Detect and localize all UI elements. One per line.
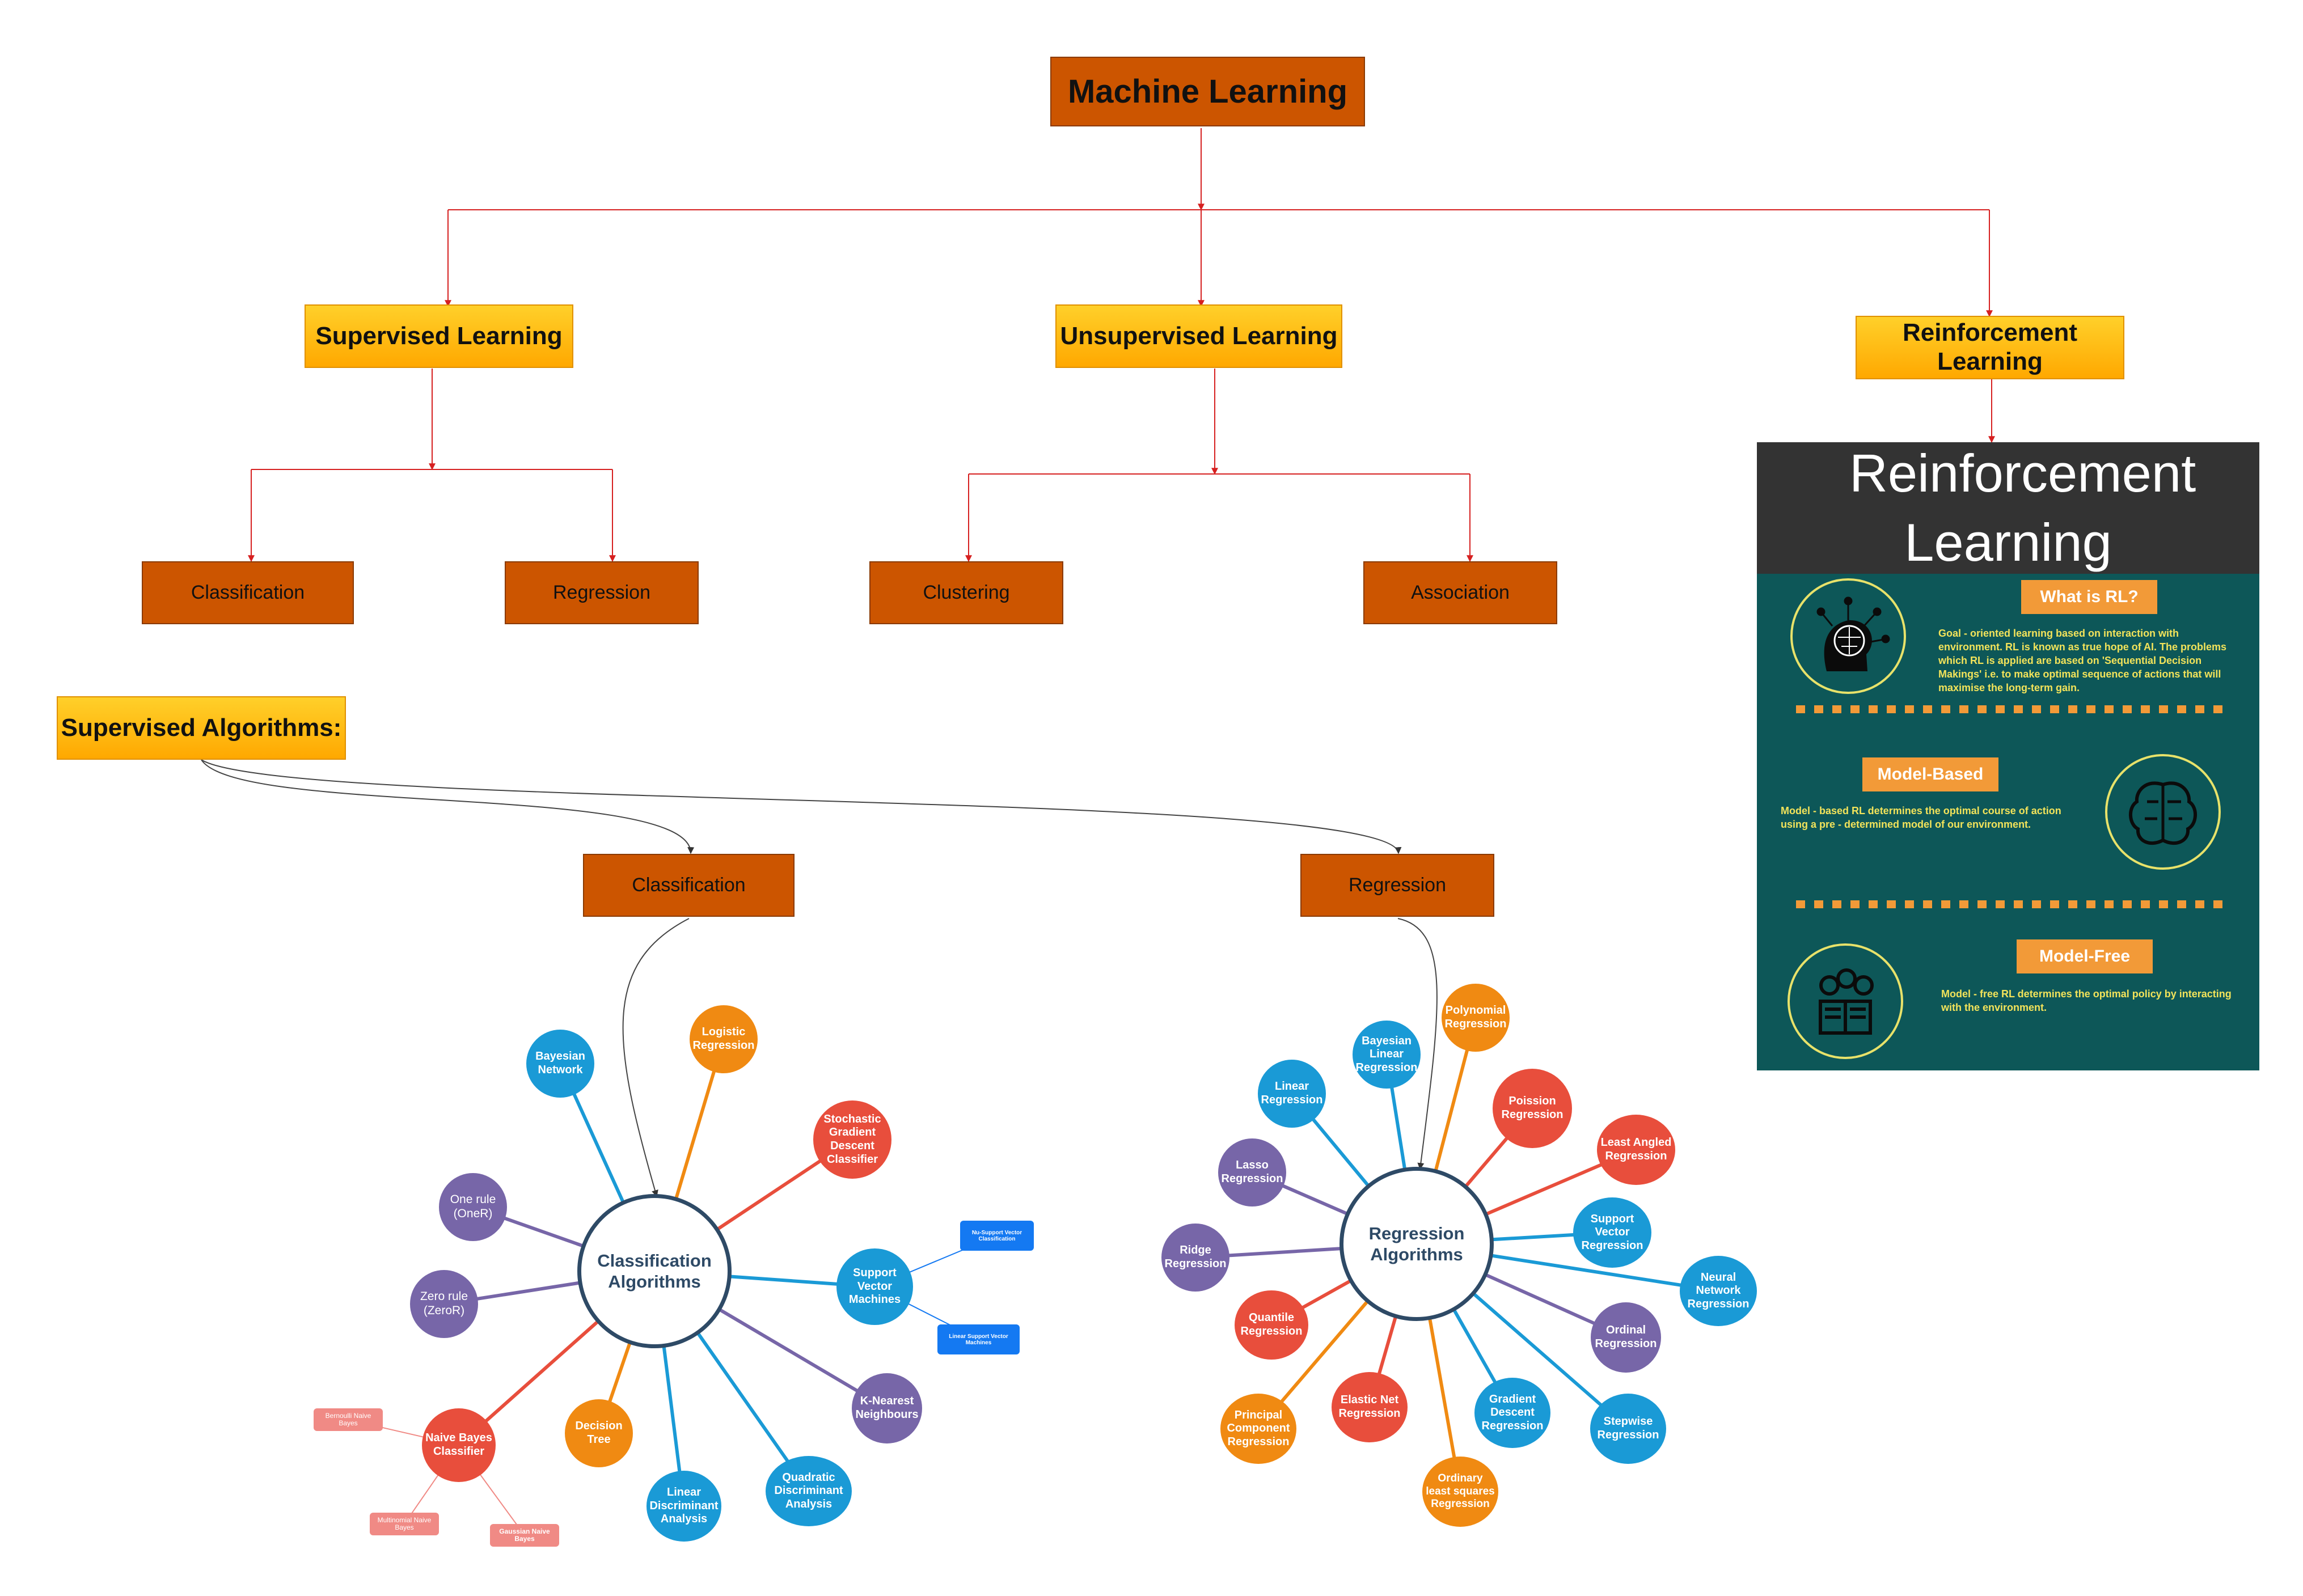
model-free-text: Model - free RL determines the optimal p… xyxy=(1941,988,2232,1013)
algo-regression-label: Regression xyxy=(1349,874,1446,896)
what-is-rl-tag: What is RL? xyxy=(2021,580,2157,614)
reinforcement-label: Reinforcement Learning xyxy=(1902,319,2078,375)
classification-label: Classification xyxy=(191,582,305,603)
node-decision-tree: Decision Tree xyxy=(565,1399,633,1467)
classification-box: Classification xyxy=(142,561,354,624)
node-principal-component-regression: Principal Component Regression xyxy=(1220,1394,1296,1464)
clustering-label: Clustering xyxy=(923,582,1010,603)
leaf-multinomial-nb: Multinomial Naive Bayes xyxy=(370,1513,439,1535)
node-ordinal-regression: Ordinal Regression xyxy=(1591,1302,1661,1373)
algorithm-connectors xyxy=(201,759,1438,1197)
brain-head-icon xyxy=(1790,578,1906,694)
node-gradient-descent-regression: Gradient Descent Regression xyxy=(1474,1378,1550,1448)
node-polynomial-regression: Polynomial Regression xyxy=(1442,984,1510,1052)
classification-hub-title: Classification Algorithms xyxy=(597,1250,712,1292)
node-neural-network-regression: Neural Network Regression xyxy=(1680,1256,1757,1326)
node-quadratic-discriminant-analysis: Quadratic Discriminant Analysis xyxy=(766,1456,852,1526)
brain-icon xyxy=(2105,754,2221,870)
model-based-tag: Model-Based xyxy=(1862,757,1998,791)
supervised-algorithms-box: Supervised Algorithms: xyxy=(57,696,346,760)
association-box: Association xyxy=(1363,561,1557,624)
machine-learning-root: Machine Learning xyxy=(1050,57,1365,126)
node-sgd-classifier: Stochastic Gradient Descent Classifier xyxy=(813,1100,891,1179)
supervised-learning-box: Supervised Learning xyxy=(305,304,573,368)
reinforcement-learning-box: Reinforcement Learning xyxy=(1856,316,2124,379)
regression-label: Regression xyxy=(553,582,650,603)
classification-hub: Classification Algorithms xyxy=(577,1194,732,1348)
book-gears-icon xyxy=(1788,943,1903,1059)
supervised-algorithms-label: Supervised Algorithms: xyxy=(61,713,342,742)
algo-regression-box: Regression xyxy=(1300,854,1494,917)
algo-classification-box: Classification xyxy=(583,854,795,917)
node-zero-rule: Zero rule (ZeroR) xyxy=(410,1270,478,1338)
regression-box: Regression xyxy=(505,561,699,624)
node-linear-discriminant-analysis: Linear Discriminant Analysis xyxy=(646,1471,721,1542)
rl-divider-2 xyxy=(1796,900,2229,908)
leaf-linear-svm: Linear Support Vector Machines xyxy=(937,1324,1020,1354)
leaf-bernoulli-nb: Bernoulli Naive Bayes xyxy=(314,1408,383,1431)
leaf-nu-svc: Nu-Support Vector Classification xyxy=(960,1221,1034,1251)
tree-connectors xyxy=(248,128,1995,562)
node-naive-bayes-classifier: Naive Bayes Classifier xyxy=(422,1408,496,1482)
node-ridge-regression: Ridge Regression xyxy=(1161,1224,1229,1292)
unsupervised-label: Unsupervised Learning xyxy=(1060,321,1338,350)
node-stepwise-regression: Stepwise Regression xyxy=(1590,1394,1666,1464)
node-ordinary-least-squares-regression: Ordinary least squares Regression xyxy=(1422,1457,1498,1527)
node-support-vector-machines: Support Vector Machines xyxy=(836,1248,913,1325)
node-bayesian-linear-regression: Bayesian Linear Regression xyxy=(1353,1021,1421,1089)
algo-classification-label: Classification xyxy=(632,874,746,896)
node-linear-regression: Linear Regression xyxy=(1258,1060,1326,1128)
regression-hub: Regression Algorithms xyxy=(1339,1167,1494,1321)
node-lasso-regression: Lasso Regression xyxy=(1218,1138,1286,1206)
node-quantile-regression: Quantile Regression xyxy=(1235,1290,1308,1360)
association-label: Association xyxy=(1411,582,1510,603)
model-free-tag: Model-Free xyxy=(2017,939,2153,973)
what-is-rl-text: Goal - oriented learning based on intera… xyxy=(1938,628,2227,693)
clustering-box: Clustering xyxy=(869,561,1063,624)
rl-infographic-title: Reinforcement Learning xyxy=(1757,442,2259,574)
unsupervised-learning-box: Unsupervised Learning xyxy=(1055,304,1342,368)
supervised-label: Supervised Learning xyxy=(315,321,563,350)
node-bayesian-network: Bayesian Network xyxy=(526,1030,594,1098)
leaf-gaussian-nb: Gaussian Naive Bayes xyxy=(490,1524,559,1547)
node-logistic-regression: Logistic Regression xyxy=(690,1005,758,1073)
node-least-angled-regression: Least Angled Regression xyxy=(1597,1115,1675,1185)
model-based-text: Model - based RL determines the optimal … xyxy=(1781,805,2061,830)
root-title: Machine Learning xyxy=(1067,73,1348,110)
node-support-vector-regression: Support Vector Regression xyxy=(1573,1197,1651,1268)
node-k-nearest-neighbours: K-Nearest Neighbours xyxy=(852,1373,922,1443)
node-one-rule: One rule (OneR) xyxy=(439,1173,507,1241)
rl-divider-1 xyxy=(1796,705,2229,713)
node-poission-regression: Poission Regression xyxy=(1493,1069,1572,1148)
regression-hub-title: Regression Algorithms xyxy=(1368,1223,1465,1264)
node-elastic-net-regression: Elastic Net Regression xyxy=(1332,1372,1408,1442)
